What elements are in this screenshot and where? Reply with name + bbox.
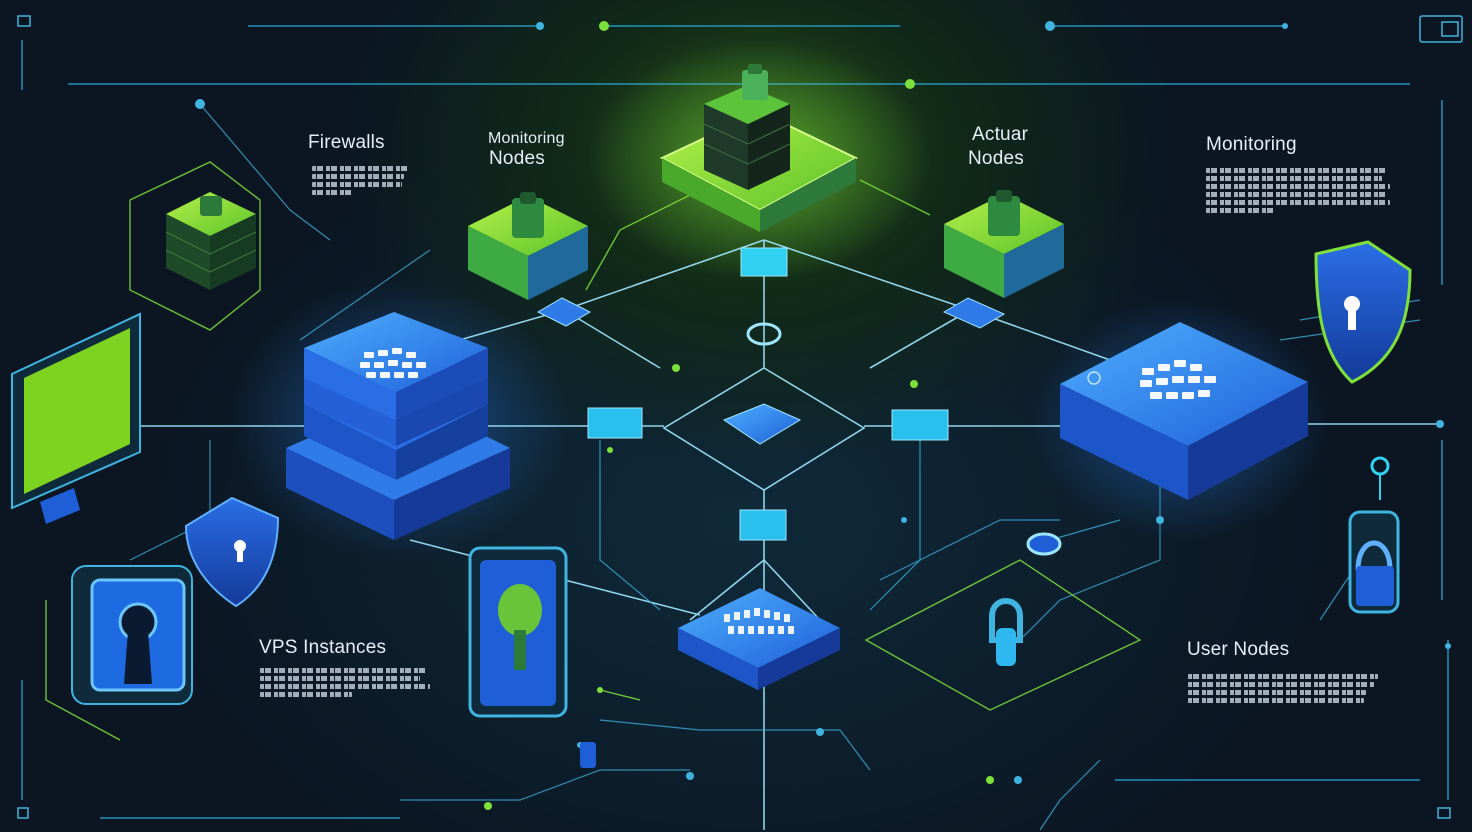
firewalls-description-placeholder <box>312 166 410 195</box>
shield-lock-icon-left <box>184 496 280 608</box>
padlock-panel-icon-left <box>71 565 193 705</box>
label-monitoring-nodes-line1: Monitoring <box>488 130 565 147</box>
padlock-icon-right <box>1348 510 1400 614</box>
connector-blocks <box>536 247 1062 556</box>
connector-tile-left <box>536 297 592 327</box>
label-firewalls: Firewalls <box>308 132 385 153</box>
actuar-node-cube-right <box>944 190 1064 298</box>
firewall-cube-icon <box>165 192 257 290</box>
center-tile <box>722 403 802 445</box>
monitoring-node-cube-left <box>468 192 588 300</box>
center-ring <box>746 322 782 346</box>
frame-dots <box>195 21 1288 109</box>
corner-icons <box>17 15 1463 819</box>
user-nodes-description-placeholder <box>1188 674 1378 703</box>
green-traces <box>45 161 1142 741</box>
vps-description-placeholder <box>260 668 430 697</box>
label-actuar-nodes-line2: Nodes <box>968 148 1024 169</box>
user-node-server-icon <box>1060 322 1308 500</box>
label-actuar-nodes-line1: Actuar <box>972 124 1029 145</box>
label-user-nodes: User Nodes <box>1187 639 1290 660</box>
server-hub-icon <box>678 588 840 690</box>
keyhole-panel-icon-center <box>468 546 568 718</box>
monitoring-description-placeholder <box>1206 168 1390 213</box>
connector-block-top <box>740 247 788 277</box>
connector-block-left <box>587 407 643 439</box>
label-monitoring: Monitoring <box>1206 134 1297 155</box>
connector-block-bottom <box>739 509 787 541</box>
connector-block-right <box>891 409 949 441</box>
right-ring <box>1026 532 1062 556</box>
small-lock-icon <box>580 456 1390 768</box>
shield-lock-icon-right <box>1314 240 1412 384</box>
connector-tile-right <box>942 297 1006 329</box>
monitor-icon <box>11 312 141 524</box>
vps-server-stack-icon <box>286 312 510 540</box>
label-monitoring-nodes-line2: Nodes <box>489 148 545 169</box>
padlock-icon-center <box>989 598 1023 666</box>
firewall-tower-icon <box>659 64 859 232</box>
label-vps-instances: VPS Instances <box>259 637 387 658</box>
